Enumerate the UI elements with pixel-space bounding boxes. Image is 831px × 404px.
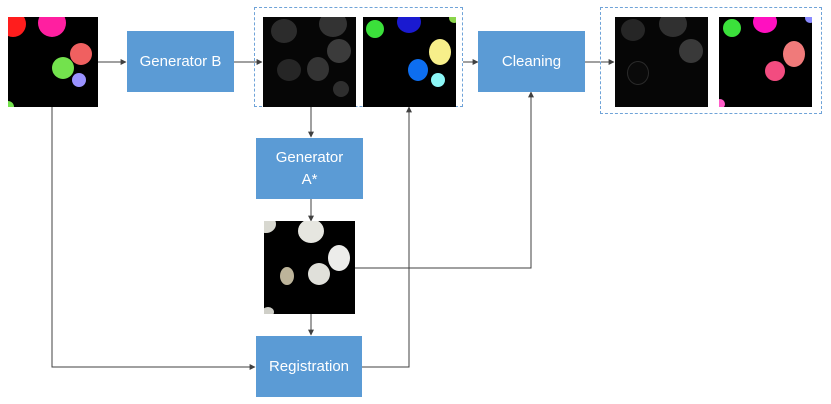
arrow-input-to-registration (51, 107, 256, 370)
arrow-registration-to-group1 (362, 106, 412, 368)
arrow-output-to-cleaning (355, 91, 534, 269)
input-label-map-image (8, 17, 98, 107)
generator-a-output-image (264, 221, 355, 314)
cleaned-gray-image (615, 17, 708, 107)
generator-a-box: Generator A* (256, 138, 363, 199)
generated-gray-image (263, 17, 356, 107)
cleaned-pair-group (600, 7, 822, 114)
cleaned-label-map-image (719, 17, 812, 107)
generator-b-box: Generator B (127, 31, 234, 92)
cleaning-box: Cleaning (478, 31, 585, 92)
generated-pair-group (254, 7, 463, 107)
registration-box: Registration (256, 336, 362, 397)
generated-label-map-image (363, 17, 456, 107)
